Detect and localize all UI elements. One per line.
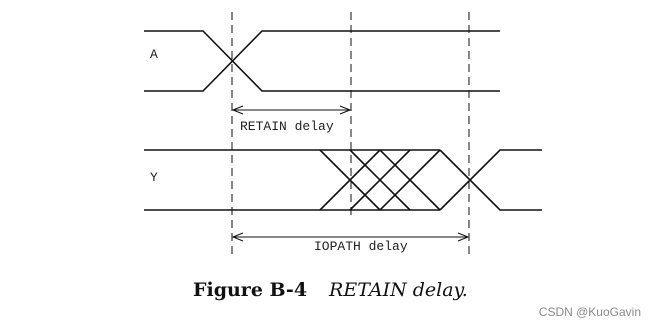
retain-delay-dimension bbox=[231, 105, 352, 115]
iopath-delay-dimension bbox=[231, 232, 470, 242]
retain-delay-label: RETAIN delay bbox=[240, 119, 334, 134]
signal-a-waveform bbox=[144, 30, 500, 92]
figure-number: Figure B-4 bbox=[193, 279, 307, 301]
figure-title: RETAIN delay. bbox=[328, 279, 468, 301]
signal-a-label: A bbox=[150, 47, 158, 62]
iopath-delay-label: IOPATH delay bbox=[314, 239, 408, 254]
figure-caption: Figure B-4 RETAIN delay. bbox=[193, 279, 468, 301]
watermark: CSDN @KuoGavin bbox=[539, 305, 641, 319]
signal-y-label: Y bbox=[150, 170, 158, 185]
signal-y-waveform bbox=[144, 149, 542, 211]
